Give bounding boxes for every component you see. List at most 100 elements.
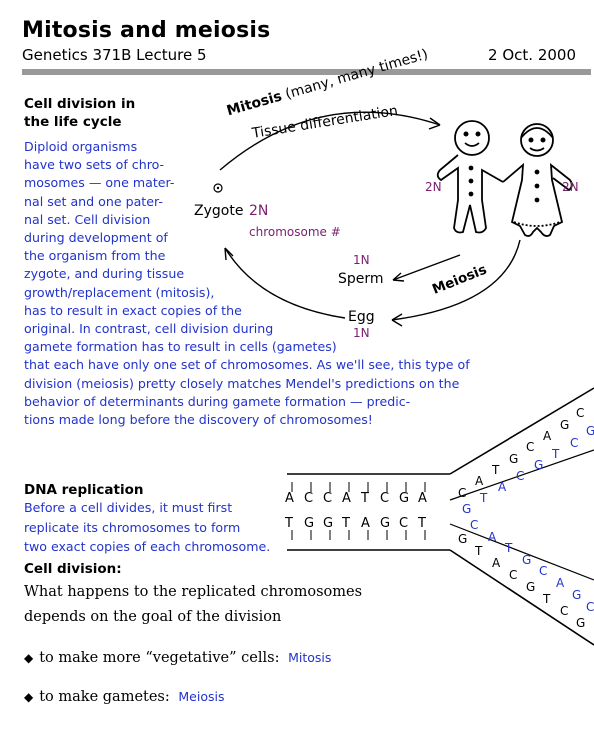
bullet-item-mitosis: ◆ to make more “vegetative” cells: Mitosi… <box>24 645 331 671</box>
bullet-item-meiosis: ◆to make gametes: Meiosis <box>24 684 224 710</box>
paragraph-line: mosomes — one mater- <box>24 175 175 191</box>
base: C <box>323 491 333 506</box>
paragraph-line: the organism from the <box>24 248 166 264</box>
meiosis-arrow <box>391 239 521 321</box>
paragraph-line: two exact copies of each chromosome. <box>24 539 271 554</box>
fertilization-arrow <box>224 247 346 319</box>
sperm-label: Sperm <box>338 271 384 287</box>
mitosis-arrowhead <box>428 117 441 130</box>
base: G <box>522 553 532 567</box>
paragraph-line: tions made long before the discovery of … <box>24 412 373 428</box>
base: G <box>509 452 519 466</box>
base: C <box>586 600 594 614</box>
base: T <box>505 541 513 555</box>
bullet-answer-meiosis: Meiosis <box>178 689 225 704</box>
base: T <box>475 544 483 558</box>
egg-label: Egg <box>348 309 375 325</box>
fork-upper-outer-backbone <box>449 387 594 475</box>
base: A <box>475 474 484 488</box>
paragraph-line: Diploid organisms <box>24 139 138 154</box>
base: A <box>498 480 507 494</box>
base: G <box>323 516 334 531</box>
question-line: depends on the goal of the division <box>24 609 282 625</box>
dna-rungs <box>291 482 426 540</box>
cell-division-heading: Cell division: <box>24 561 122 577</box>
male-figure-icon <box>436 120 504 234</box>
paragraph-line: nal set and one pater- <box>24 193 163 209</box>
paragraph-line: during development of <box>24 230 168 246</box>
base: T <box>552 447 560 461</box>
base: T <box>492 463 500 477</box>
paragraph-line: Before a cell divides, it must first <box>24 500 233 515</box>
base: T <box>342 516 350 531</box>
base: A <box>492 556 501 570</box>
sperm-ploidy: 1N <box>353 253 370 267</box>
paragraph-line: gamete formation has to result in cells … <box>24 339 337 355</box>
zygote-icon <box>213 183 223 193</box>
paragraph-line: division (meiosis) pretty closely matche… <box>24 375 460 391</box>
life-cycle-heading-line: the life cycle <box>24 114 122 130</box>
base: G <box>380 516 391 531</box>
life-cycle-heading-line: Cell division in <box>24 96 136 112</box>
base: C <box>509 568 518 582</box>
base: G <box>462 502 472 516</box>
paragraph-line: that each have only one set of chromosom… <box>24 357 470 373</box>
right-figure-ploidy: 2N <box>562 180 579 194</box>
base: G <box>572 588 582 602</box>
bullet-answer-mitosis: Mitosis <box>288 650 332 665</box>
base: A <box>361 516 370 531</box>
life-cycle-heading: Cell division in the life cycle <box>24 95 135 131</box>
fork-lower-inner-backbone <box>449 523 594 581</box>
base: G <box>458 532 468 546</box>
diamond-bullet-icon: ◆ <box>24 651 34 665</box>
page-title: Mitosis and meiosis <box>22 18 271 43</box>
base: G <box>560 418 570 432</box>
lecture-subtitle: Genetics 371B Lecture 5 <box>22 46 207 64</box>
lecture-date: 2 Oct. 2000 <box>488 46 576 64</box>
base: C <box>399 516 409 531</box>
base: C <box>576 406 585 420</box>
paragraph-line: original. In contrast, cell division dur… <box>24 321 274 337</box>
base: T <box>285 516 293 531</box>
meiosis-sperm-arrowhead <box>392 272 405 282</box>
female-figure-icon <box>502 123 573 237</box>
left-figure-ploidy: 2N <box>425 180 442 194</box>
base: G <box>586 424 594 438</box>
dna-replication-paragraph: Before a cell divides, it must first rep… <box>24 498 270 557</box>
base: G <box>304 516 315 531</box>
paragraph-line: has to result in exact copies of the <box>24 302 242 318</box>
base: C <box>380 491 390 506</box>
zygote-label: Zygote <box>194 203 244 219</box>
base: C <box>470 518 479 532</box>
base: T <box>418 516 426 531</box>
base: G <box>526 580 536 594</box>
mitosis-arrow <box>219 111 441 171</box>
bullet-text: to make more “vegetative” cells: <box>39 650 280 666</box>
life-cycle-paragraph: Diploid organisms have two sets of chro-… <box>24 138 470 429</box>
dna-replication-heading: DNA replication <box>24 482 144 498</box>
paragraph-line: nal set. Cell division <box>24 211 151 227</box>
chromosome-note: chromosome # <box>249 225 341 239</box>
base: G <box>534 458 544 472</box>
base: G <box>576 616 586 630</box>
paragraph-line: behavior of determinants during gamete f… <box>24 393 411 409</box>
paragraph-line: replicate its chromosomes to form <box>24 519 241 535</box>
fertilization-arrowhead <box>224 247 234 261</box>
base: A <box>285 491 294 506</box>
base: C <box>458 486 467 500</box>
egg-ploidy: 1N <box>353 326 370 340</box>
base: T <box>543 592 551 606</box>
meiosis-arrowhead <box>391 313 403 327</box>
base: A <box>488 530 497 544</box>
base: C <box>516 469 525 483</box>
base: C <box>539 564 548 578</box>
cell-division-question: What happens to the replicated chromosom… <box>24 580 362 630</box>
base: T <box>480 491 488 505</box>
base: A <box>543 429 552 443</box>
header-rule <box>22 69 591 75</box>
paragraph-line: zygote, and during tissue <box>24 266 185 282</box>
paragraph-line: growth/replacement (mitosis), <box>24 284 215 300</box>
base: A <box>342 491 351 506</box>
base: A <box>556 576 565 590</box>
